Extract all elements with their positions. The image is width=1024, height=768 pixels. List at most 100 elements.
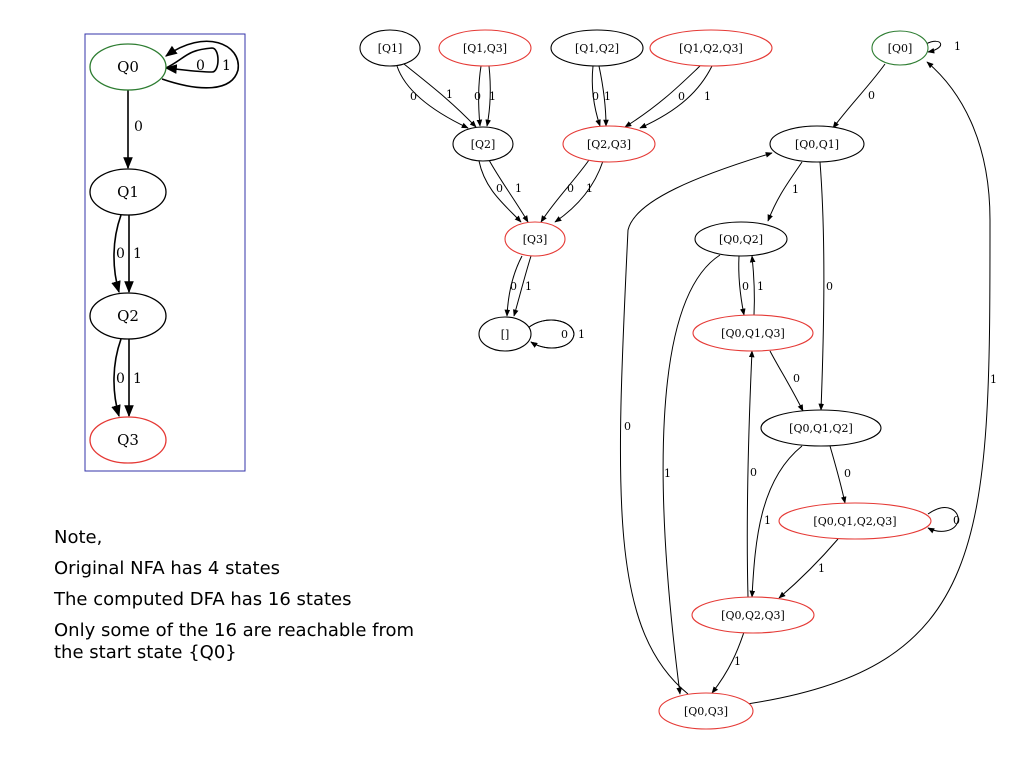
dfa-state-label: [] — [501, 328, 510, 341]
dfa-state-q0q2q3: [Q0,Q2,Q3] — [691, 596, 815, 634]
dfa-state-q2: [Q2] — [452, 126, 514, 162]
dfa-edge-label: 0 — [496, 182, 503, 195]
dfa-edge-q3-empty-0 — [504, 255, 523, 317]
dfa-edge-q0q2-q0q3-1 — [662, 254, 721, 695]
nfa-state-label: Q0 — [117, 58, 139, 76]
dfa-edge-q1q2q3-q2q3-1 — [639, 65, 713, 129]
dfa-edge-q0q3-q0-1 — [739, 61, 991, 706]
dfa-state-label: [Q0,Q1] — [795, 138, 839, 151]
nfa-edge-label: 1 — [133, 246, 142, 262]
dfa-edge-q0q1q3-q0q1q2-0 — [769, 350, 804, 412]
dfa-edge-label: 0 — [826, 280, 833, 293]
dfa-state-q0: [Q0] — [871, 30, 929, 66]
dfa-state-q0q1q2: [Q0,Q1,Q2] — [760, 409, 882, 447]
dfa-edge-label: 0 — [474, 90, 481, 103]
dfa-edge-q0q1q2q3-q0q1q2q3-0 — [927, 507, 959, 534]
dfa-edge-q0q1q2q3-q0q2q3-1 — [778, 538, 839, 599]
dfa-state-q0q3: [Q0,Q3] — [658, 692, 754, 730]
dfa-edge-label: 1 — [757, 280, 764, 293]
dfa-edge-q0q1q2-q0q2q3-1 — [749, 445, 803, 598]
dfa-state-q3: [Q3] — [504, 221, 566, 257]
dfa-state-empty: [] — [478, 316, 532, 352]
dfa-state-q0q1: [Q0,Q1] — [769, 125, 865, 163]
dfa-edge-label: 0 — [567, 182, 574, 195]
dfa-edge-label: 1 — [525, 280, 532, 293]
nfa-state-label: Q3 — [117, 431, 139, 449]
dfa-state-q0q1q3: [Q0,Q1,Q3] — [692, 314, 814, 352]
dfa-state-label: [Q2] — [471, 138, 496, 151]
note-reachable: Only some of the 16 are reachable from t… — [54, 620, 415, 663]
nfa-edge-q0-q0-1 — [161, 40, 239, 89]
nfa-edge-q0-q0-0 — [164, 47, 219, 74]
dfa-edge-q0q1-q0q1q2-0 — [818, 161, 825, 411]
dfa-edge-q1q3-q2-1 — [485, 65, 491, 127]
dfa-edge-label: 0 — [561, 328, 568, 341]
dfa-state-label: [Q1,Q2] — [575, 42, 619, 55]
dfa-edge-label: 1 — [586, 182, 593, 195]
dfa-state-label: [Q1,Q2,Q3] — [679, 42, 743, 55]
nfa-edge-label: 1 — [133, 371, 142, 387]
dfa-edge-q3-empty-1 — [513, 255, 532, 317]
notes-panel: Note, Original NFA has 4 states The comp… — [54, 527, 434, 673]
note-dfa-states: The computed DFA has 16 states — [54, 589, 352, 610]
dfa-edge-label: 1 — [704, 90, 711, 103]
dfa-edge-q1-q2-1 — [403, 63, 477, 128]
nfa-state-q2: Q2 — [89, 292, 167, 340]
dfa-state-q0q2: [Q0,Q2] — [694, 221, 788, 257]
dfa-state-q1: [Q1] — [359, 29, 421, 67]
dfa-edge-label: 1 — [734, 655, 741, 668]
dfa-edge-q1q2-q2q3-1 — [598, 65, 609, 127]
nfa-edge-q1-q2-0 — [111, 214, 122, 294]
dfa-edge-label: 1 — [764, 514, 771, 527]
dfa-state-label: [Q0,Q1,Q2,Q3] — [813, 515, 896, 528]
dfa-edge-label: 0 — [410, 90, 417, 103]
dfa-edge-label: 1 — [818, 562, 825, 575]
dfa-edge-label: 1 — [664, 467, 671, 480]
dfa-state-label: [Q0,Q1,Q3] — [721, 327, 785, 340]
dfa-state-q1q3: [Q1,Q3] — [438, 29, 532, 67]
nfa-frame — [84, 33, 246, 472]
dfa-edge-q2q3-q3-1 — [554, 160, 604, 223]
dfa-edge-q0q2q3-q0q1q3-0 — [746, 350, 755, 598]
dfa-state-label: [Q0,Q2,Q3] — [721, 609, 785, 622]
dfa-edge-label: 0 — [742, 280, 749, 293]
dfa-edge-label: 0 — [868, 89, 875, 102]
dfa-edge-label: 1 — [515, 182, 522, 195]
dfa-edge-q2-q3-0 — [478, 160, 522, 223]
dfa-edge-label: 1 — [954, 40, 961, 53]
dfa-edge-q0q2q3-q0q3-1 — [711, 631, 745, 694]
nfa-edge-label: 0 — [134, 119, 143, 135]
dfa-edge-q2q3-q3-0 — [540, 159, 590, 223]
note-heading: Note, — [54, 527, 103, 548]
nfa-state-q0: Q0 — [89, 43, 167, 91]
dfa-edge-q0-q0-1 — [925, 40, 941, 54]
dfa-edge-q0q2-q0q1q3-0 — [738, 255, 746, 316]
nfa-state-label: Q1 — [117, 183, 139, 201]
dfa-state-q1q2: [Q1,Q2] — [550, 29, 644, 67]
dfa-state-label: [Q0,Q3] — [684, 705, 728, 718]
nfa-state-q3: Q3 — [89, 416, 167, 464]
dfa-edge-label: 0 — [678, 90, 685, 103]
dfa-state-label: [Q3] — [523, 233, 548, 246]
dfa-edge-q1-q2-0 — [396, 65, 469, 129]
dfa-edge-q0-q0q1-0 — [832, 63, 886, 129]
dfa-state-label: [Q0,Q1,Q2] — [789, 422, 853, 435]
dfa-state-q0q1q2q3: [Q0,Q1,Q2,Q3] — [778, 502, 932, 540]
note-nfa-states: Original NFA has 4 states — [54, 558, 281, 579]
dfa-edge-label: 1 — [792, 183, 799, 196]
dfa-edge-label: 1 — [990, 373, 997, 386]
nfa-edge-label: 0 — [116, 246, 125, 262]
nfa-state-q1: Q1 — [89, 168, 167, 216]
dfa-state-label: [Q0] — [888, 42, 913, 55]
dfa-edge-q0q1q3-q0q2-1 — [749, 255, 756, 316]
nfa-edge-q2-q3-0 — [111, 338, 122, 418]
dfa-edge-label: 1 — [578, 328, 585, 341]
dfa-edge-q2-q3-1 — [488, 159, 529, 223]
dfa-edge-label: 1 — [446, 88, 453, 101]
dfa-edge-label: 0 — [624, 420, 631, 433]
dfa-edge-q1q2q3-q2q3-0 — [624, 65, 701, 128]
dfa-state-label: [Q0,Q2] — [719, 233, 763, 246]
